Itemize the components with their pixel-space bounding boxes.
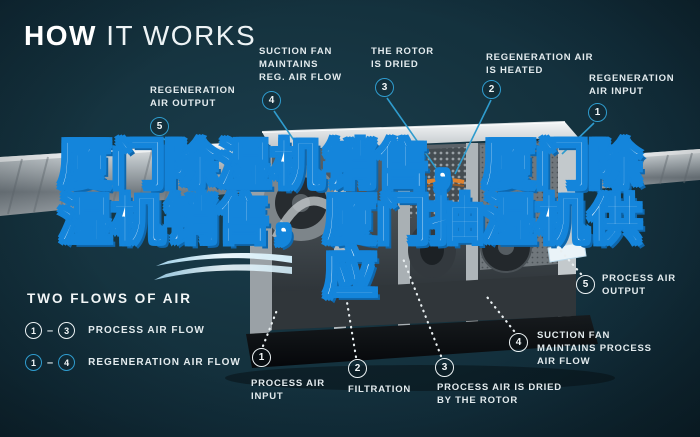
rotor-honeycomb bbox=[408, 147, 466, 278]
step-badge-3: 3 bbox=[375, 78, 394, 97]
callout-label: REGENERATION AIR IS HEATED bbox=[486, 52, 594, 77]
title-light-part: IT WORKS bbox=[96, 20, 257, 51]
step-badge-1: 1 bbox=[252, 348, 271, 367]
step-badge-5: 5 bbox=[576, 275, 595, 294]
watermark-line-1: 厦门除湿机销售，厦门除 bbox=[58, 136, 643, 195]
regeneration-fan bbox=[263, 165, 346, 241]
callout-label: REGENERATION AIR INPUT bbox=[589, 73, 675, 98]
watermark-line-3: 应 bbox=[323, 245, 378, 305]
page-title: HOW IT WORKS bbox=[24, 20, 256, 52]
callout-label: PROCESS AIR IS DRIED BY THE ROTOR bbox=[437, 382, 562, 407]
legend-row-process: 1 – 3 PROCESS AIR FLOW bbox=[25, 322, 205, 339]
legend-dash: – bbox=[47, 356, 54, 369]
step-badge-4: 4 bbox=[509, 333, 528, 352]
step-badge-3: 3 bbox=[435, 358, 454, 377]
step-badge-1: 1 bbox=[588, 103, 607, 122]
step-badge-5: 5 bbox=[150, 117, 169, 136]
callout-label: REGENERATION AIR OUTPUT bbox=[150, 85, 236, 110]
left-duct bbox=[0, 141, 257, 216]
legend-circle-to: 3 bbox=[58, 322, 76, 339]
callout-label: FILTRATION bbox=[348, 384, 412, 395]
callout-label: PROCESS AIR INPUT bbox=[251, 378, 325, 403]
callout-label: PROCESS AIR OUTPUT bbox=[602, 273, 676, 298]
chinese-watermark-text: 厦门除湿机销售，厦门除 湿机销售，厦门抽湿机供 应 bbox=[0, 136, 700, 305]
step-badge-4: 4 bbox=[262, 91, 281, 110]
step-badge-2: 2 bbox=[482, 80, 501, 99]
title-bold-part: HOW bbox=[24, 20, 97, 51]
process-output-vent bbox=[547, 241, 587, 263]
legend-dash: – bbox=[47, 324, 54, 337]
legend-circle-from: 1 bbox=[25, 322, 42, 339]
callout-label: SUCTION FAN MAINTAINS REG. AIR FLOW bbox=[259, 46, 342, 84]
process-leader-lines bbox=[261, 249, 583, 359]
legend-circle-to: 4 bbox=[58, 354, 76, 371]
legend-label: PROCESS AIR FLOW bbox=[88, 325, 205, 336]
machine-base bbox=[225, 315, 615, 391]
step-badge-2: 2 bbox=[348, 359, 367, 378]
legend-title: TWO FLOWS OF AIR bbox=[27, 291, 192, 306]
watermark-line-2: 湿机销售，厦门抽湿机供 bbox=[58, 190, 643, 250]
process-section bbox=[480, 140, 576, 318]
legend-circle-from: 1 bbox=[25, 354, 42, 371]
machine-body bbox=[225, 121, 615, 391]
right-duct bbox=[573, 149, 700, 191]
air-flow-arrow bbox=[154, 253, 292, 280]
legend-row-regeneration: 1 – 4 REGENERATION AIR FLOW bbox=[25, 354, 241, 371]
legend-label: REGENERATION AIR FLOW bbox=[88, 357, 241, 368]
regeneration-leader-lines bbox=[161, 97, 595, 175]
heater-coil bbox=[411, 177, 465, 188]
callout-label: SUCTION FAN MAINTAINS PROCESS AIR FLOW bbox=[537, 330, 652, 368]
callout-label: THE ROTOR IS DRIED bbox=[371, 46, 434, 71]
